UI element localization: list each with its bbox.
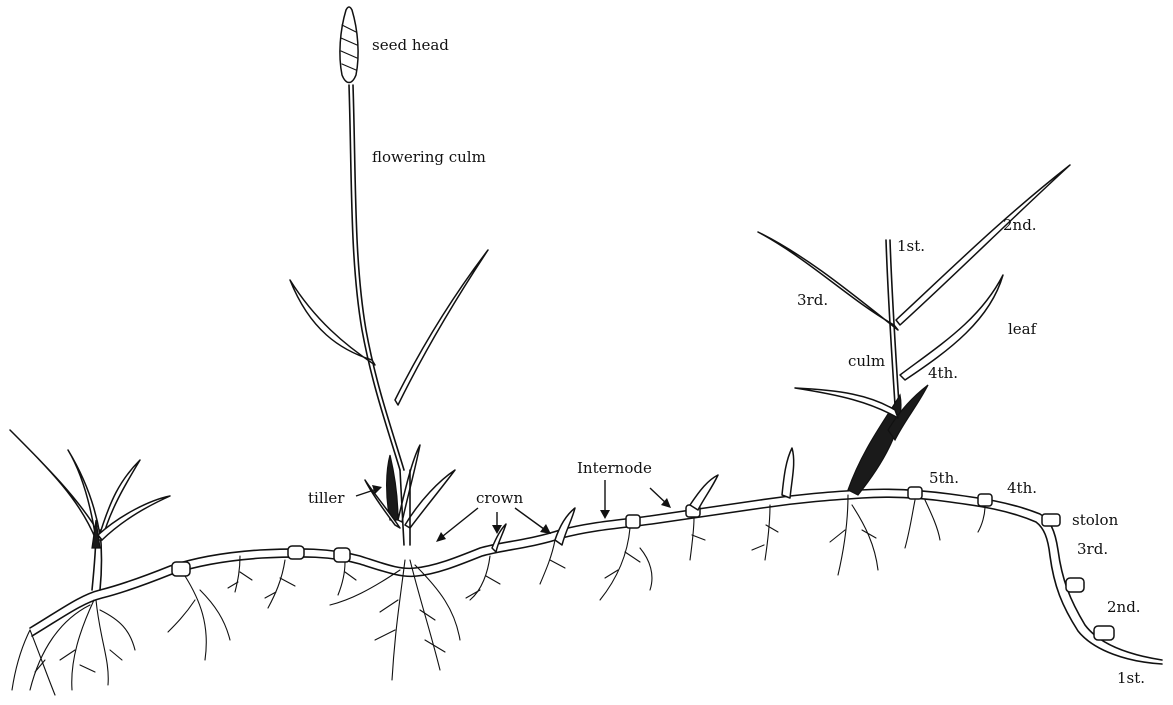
node-2nd-label: 2nd.: [1107, 598, 1141, 616]
stolon-roots: [168, 495, 985, 660]
leaf-1st-label: 1st.: [897, 237, 925, 255]
internode-arrows: [600, 480, 671, 519]
leaf-4th-label: 4th.: [928, 364, 958, 382]
stolon-runner: [30, 487, 1162, 664]
leaf-label: leaf: [1008, 320, 1038, 338]
crown-label: crown: [476, 489, 523, 507]
left-plant: [10, 430, 170, 695]
internode-label: Internode: [577, 459, 652, 477]
node-1st-label: 1st.: [1117, 669, 1145, 687]
node-4th-label: 4th.: [1007, 479, 1037, 497]
flowering-plant: [290, 7, 488, 680]
tiller-label: tiller: [308, 489, 345, 507]
leaf-3rd-label: 3rd.: [797, 291, 828, 309]
culm-label: culm: [848, 352, 885, 370]
flowering-culm-label: flowering culm: [372, 148, 486, 166]
leaf-2nd-label: 2nd.: [1003, 216, 1037, 234]
node-3rd-label: 3rd.: [1077, 540, 1108, 558]
seed-head-label: seed head: [372, 36, 449, 54]
node-5th-label: 5th.: [929, 469, 959, 487]
stolon-label: stolon: [1072, 511, 1119, 529]
